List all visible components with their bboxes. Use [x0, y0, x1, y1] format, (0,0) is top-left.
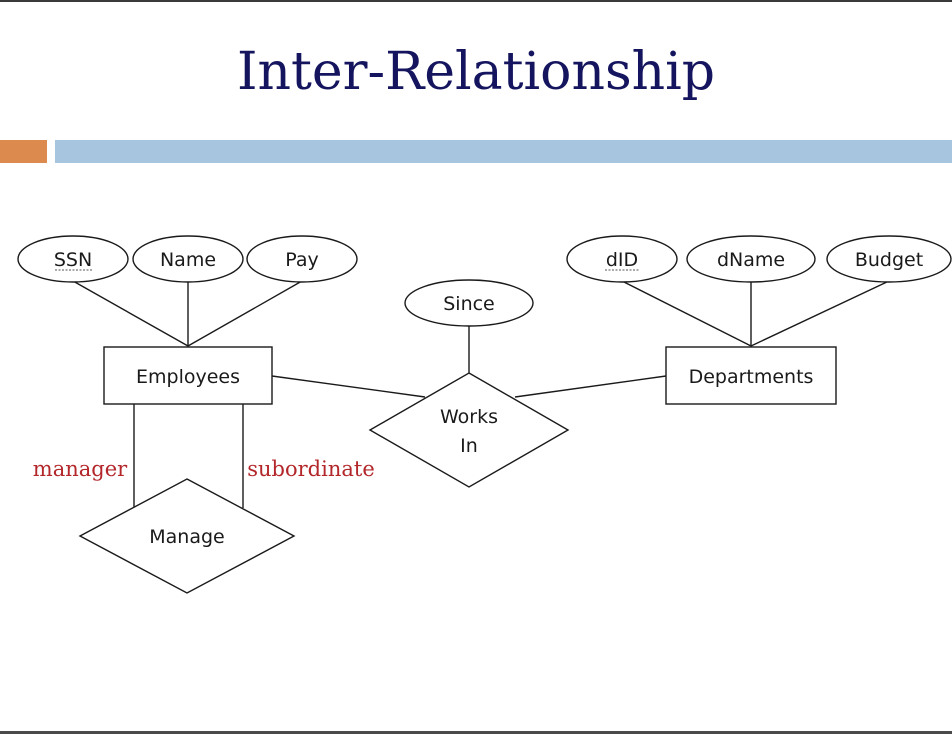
edge-employees-worksin	[271, 375, 426, 398]
role-label-manager: manager	[33, 457, 128, 481]
edge-pay-employees	[187, 280, 303, 347]
entity-departments-label: Departments	[689, 366, 814, 388]
attribute-since: Since	[404, 279, 534, 327]
relationship-manage: Manage	[78, 478, 296, 594]
connectors	[72, 280, 890, 508]
entity-employees-label: Employees	[136, 366, 240, 388]
attribute-since-label: Since	[443, 293, 495, 315]
edge-did-departments	[621, 280, 752, 347]
attribute-name-label: Name	[160, 249, 216, 271]
edge-worksin-departments	[514, 375, 667, 398]
attribute-ssn-label: SSN	[54, 249, 92, 271]
slide-top-border	[0, 0, 952, 2]
entity-employees: Employees	[103, 346, 273, 405]
attribute-dname-label: dName	[717, 249, 785, 271]
attribute-dname: dName	[686, 235, 816, 283]
attribute-pay-label: Pay	[285, 249, 319, 271]
entity-departments: Departments	[665, 346, 837, 405]
attribute-name: Name	[132, 235, 244, 283]
relationship-manage-label: Manage	[149, 526, 224, 548]
attribute-pay: Pay	[246, 235, 358, 283]
edge-ssn-employees	[72, 280, 189, 347]
relationship-works-in-label-line1: Works	[440, 406, 498, 428]
relationship-works-in-label-line2: In	[460, 435, 478, 457]
attribute-budget-label: Budget	[855, 249, 923, 271]
attribute-ssn: SSN	[17, 235, 129, 283]
attribute-did: dID	[566, 235, 678, 283]
edge-budget-departments	[750, 280, 890, 347]
attribute-did-label: dID	[606, 249, 638, 271]
slide-bottom-border	[0, 731, 952, 734]
role-label-subordinate: subordinate	[247, 457, 375, 481]
relationship-works-in: Works In	[368, 372, 570, 488]
attribute-budget: Budget	[826, 235, 952, 283]
slide-title: Inter-Relationship	[236, 42, 716, 102]
accent-bar-orange	[0, 140, 47, 163]
accent-bar-blue	[55, 140, 952, 163]
